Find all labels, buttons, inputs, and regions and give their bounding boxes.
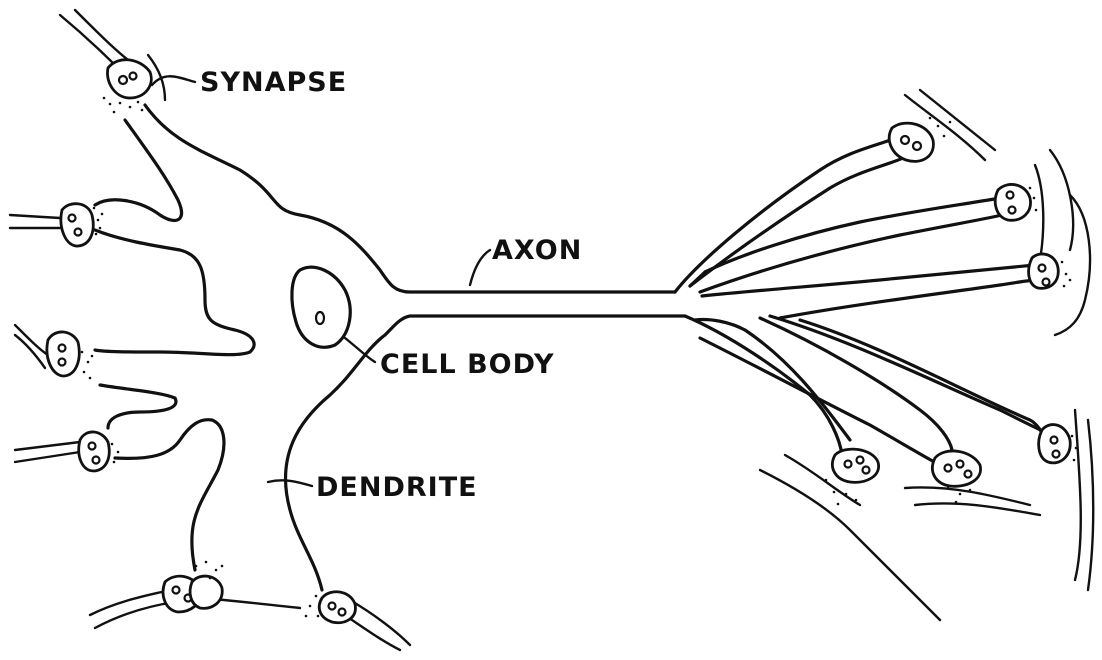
synaptic-knob: [47, 332, 79, 376]
synaptic-knob: [107, 60, 151, 98]
synapse-stipple: [81, 97, 1078, 618]
synaptic-knob: [995, 184, 1030, 220]
synaptic-knob: [190, 576, 222, 608]
synaptic-knob: [932, 451, 980, 486]
synaptic-knob: [889, 123, 933, 161]
dendrite-label: DENDRITE: [316, 472, 478, 503]
cell-body-outline: [95, 105, 685, 590]
axon-terminals: [675, 138, 1050, 465]
synaptic-knob: [832, 449, 878, 482]
synaptic-knob: [79, 432, 109, 471]
synapse-label: SYNAPSE: [200, 67, 347, 98]
synaptic-knob: [61, 204, 93, 246]
nucleus: [292, 267, 350, 347]
synaptic-knob: [1039, 425, 1071, 463]
synaptic-knob: [319, 592, 355, 623]
synaptic-knobs: [47, 60, 1070, 623]
axon-label: AXON: [492, 235, 582, 266]
presynaptic-axons: [10, 10, 1093, 650]
cell-body-label: CELL BODY: [380, 349, 555, 380]
synaptic-knob: [1029, 254, 1059, 288]
